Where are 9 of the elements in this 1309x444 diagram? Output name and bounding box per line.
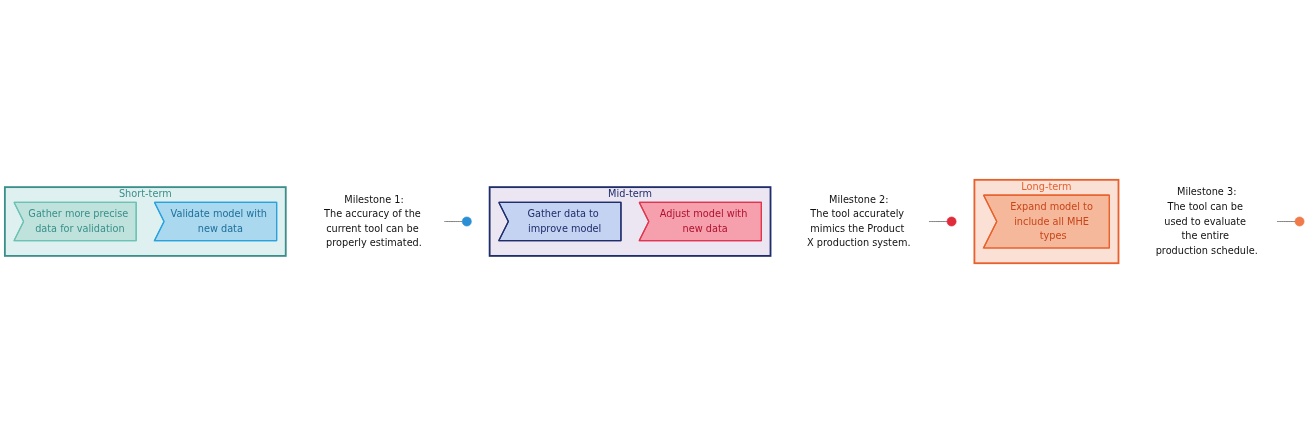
node-text: Milestone 1: The accuracy of the current tool can be properly estimated. bbox=[324, 194, 422, 250]
node-circle bbox=[1294, 217, 1305, 227]
connector bbox=[928, 221, 948, 223]
node-circle bbox=[946, 217, 957, 227]
connector bbox=[1276, 221, 1296, 223]
node-circle bbox=[461, 217, 472, 227]
node-text: Milestone 3: The tool can be used to evaluate the entire production schedule. bbox=[1155, 186, 1258, 257]
connector bbox=[443, 221, 463, 223]
node-text: Milestone 2: The tool accurately mimics the Product X production system. bbox=[807, 194, 911, 250]
